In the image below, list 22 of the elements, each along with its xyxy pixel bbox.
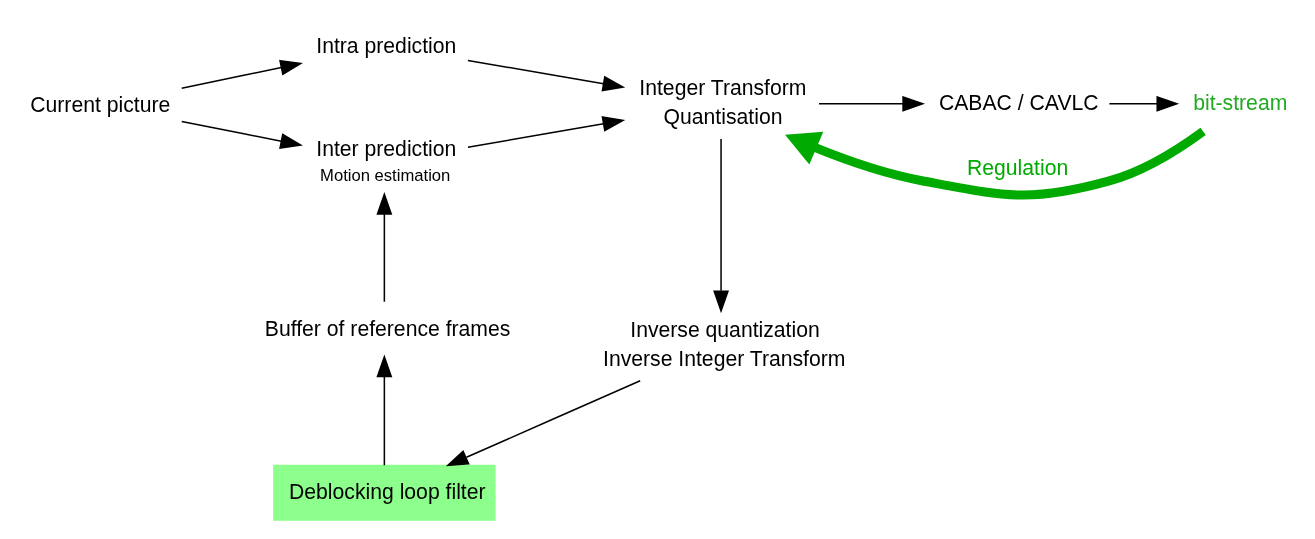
node-text: CABAC / CAVLC <box>938 91 1099 115</box>
node-text: Inter prediction <box>316 136 457 160</box>
edge-label: Regulation <box>966 156 1069 180</box>
node-text: Buffer of reference frames <box>264 316 511 340</box>
arrow <box>1108 95 1180 112</box>
arrow <box>445 380 641 467</box>
node-box: Deblocking loop filter <box>273 464 496 521</box>
arrow <box>180 59 303 89</box>
node-text: bit-stream <box>1193 91 1288 115</box>
arrow <box>376 191 393 303</box>
arrow <box>467 116 626 148</box>
node-text: Inverse quantization Inverse Integer Transform <box>603 318 846 370</box>
arrow <box>467 59 626 92</box>
arrow <box>785 127 1206 200</box>
arrow <box>376 354 393 466</box>
node-text: Current picture <box>30 92 171 116</box>
arrow <box>180 120 303 149</box>
arrow <box>818 95 926 112</box>
arrow <box>713 138 729 314</box>
node-text: Intra prediction <box>316 33 457 57</box>
node-label: Motion estimation <box>320 165 451 185</box>
node-text: Integer Transform Quantisation <box>639 76 807 128</box>
